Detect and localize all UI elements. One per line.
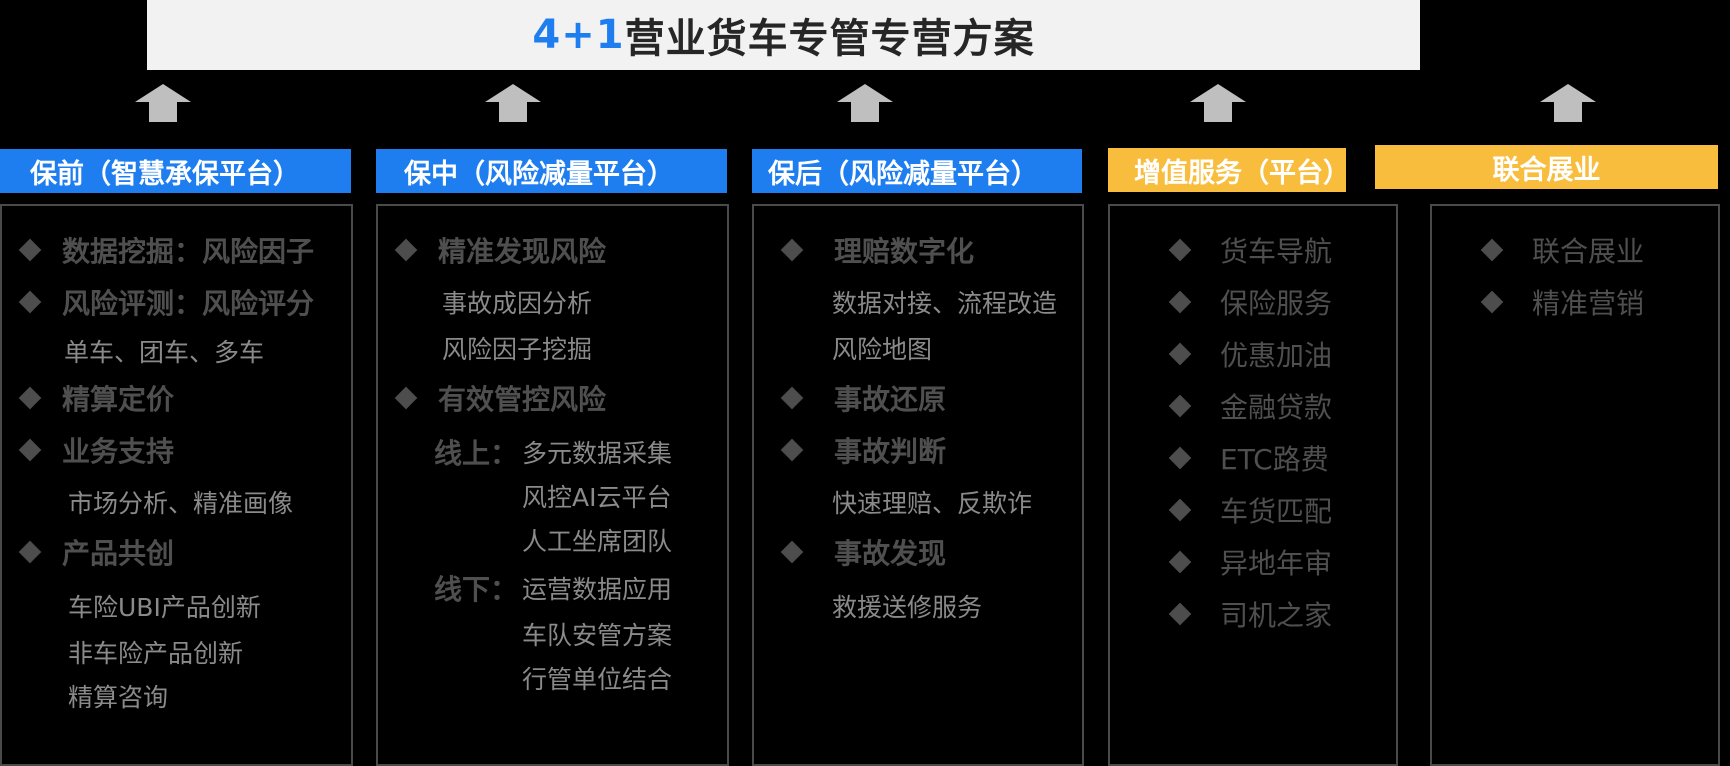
list-item: 司机之家 <box>1168 594 1332 634</box>
list-subitem: 数据对接、流程改造 <box>832 289 1058 318</box>
column-header-post-underwriting: 保后（风险减量平台） <box>752 149 1082 193</box>
diamond-bullet-icon <box>18 386 42 410</box>
diamond-bullet-icon <box>1168 446 1192 470</box>
diamond-bullet-icon <box>1168 394 1192 418</box>
diamond-bullet-icon <box>1480 238 1504 262</box>
list-subitem: 事故成因分析 <box>442 289 593 318</box>
list-item: 车货匹配 <box>1168 490 1332 530</box>
list-subitem: 市场分析、精准画像 <box>68 489 294 518</box>
list-subitem: 人工坐席团队 <box>522 527 673 556</box>
column-box-joint-business: 联合展业 精准营销 <box>1430 204 1720 766</box>
diamond-bullet-icon <box>1168 238 1192 262</box>
list-item: 精准发现风险 <box>394 230 606 270</box>
list-item: 优惠加油 <box>1168 334 1332 374</box>
list-subitem: 快速理赔、反欺诈 <box>832 489 1033 518</box>
column-box-value-added: 货车导航 保险服务 优惠加油 金融贷款 ETC路费 车货匹配 异地年审 司机之家 <box>1108 204 1398 766</box>
list-item: 事故判断 <box>780 430 946 470</box>
title-text: 营业货车专管专营方案 <box>624 16 1035 62</box>
column-header-joint-business: 联合展业 <box>1375 145 1718 189</box>
diamond-bullet-icon <box>780 386 804 410</box>
list-item: 异地年审 <box>1168 542 1332 582</box>
list-item: 联合展业 <box>1480 230 1644 270</box>
list-subitem: 单车、团车、多车 <box>64 338 265 367</box>
diamond-bullet-icon <box>394 386 418 410</box>
list-subitem: 行管单位结合 <box>522 665 673 694</box>
diamond-bullet-icon <box>18 438 42 462</box>
list-subitem: 风控AI云平台 <box>522 483 672 512</box>
title-accent: 4+1 <box>532 12 625 58</box>
list-item: 精算定价 <box>18 378 174 418</box>
diamond-bullet-icon <box>1168 290 1192 314</box>
list-subitem: 救援送修服务 <box>832 593 983 622</box>
diamond-bullet-icon <box>780 438 804 462</box>
online-label: 线上： <box>434 437 519 470</box>
list-subitem: 非车险产品创新 <box>68 639 244 668</box>
list-item: 货车导航 <box>1168 230 1332 270</box>
up-arrow-icon <box>1190 84 1246 122</box>
diamond-bullet-icon <box>394 238 418 262</box>
list-item: 数据挖掘：风险因子 <box>18 230 314 270</box>
column-box-pre-underwriting: 数据挖掘：风险因子 风险评测：风险评分 单车、团车、多车 精算定价 业务支持 市… <box>0 204 353 766</box>
up-arrow-icon <box>1540 84 1596 122</box>
list-item: 事故还原 <box>780 378 946 418</box>
diamond-bullet-icon <box>1168 498 1192 522</box>
list-item: 风险评测：风险评分 <box>18 282 314 322</box>
diamond-bullet-icon <box>780 238 804 262</box>
list-item: 产品共创 <box>18 532 174 572</box>
list-subitem: 风险地图 <box>832 335 933 364</box>
diamond-bullet-icon <box>1480 290 1504 314</box>
diamond-bullet-icon <box>18 540 42 564</box>
column-header-value-added: 增值服务（平台） <box>1108 148 1350 192</box>
column-header-pre-underwriting: 保前（智慧承保平台） <box>0 149 351 193</box>
list-item: 理赔数字化 <box>780 230 974 270</box>
diamond-bullet-icon <box>1168 342 1192 366</box>
list-item: 有效管控风险 <box>394 378 606 418</box>
list-labeled-item: 线上：多元数据采集 <box>434 432 672 472</box>
up-arrow-icon <box>837 84 893 122</box>
list-item: 精准营销 <box>1480 282 1644 322</box>
list-subitem: 风险因子挖掘 <box>442 335 593 364</box>
list-item: ETC路费 <box>1168 438 1329 478</box>
list-labeled-item: 线下：运营数据应用 <box>434 568 672 608</box>
list-item: 金融贷款 <box>1168 386 1332 426</box>
column-box-mid-underwriting: 精准发现风险 事故成因分析 风险因子挖掘 有效管控风险 线上：多元数据采集 风控… <box>376 204 729 766</box>
list-item: 业务支持 <box>18 430 174 470</box>
diamond-bullet-icon <box>18 238 42 262</box>
list-subitem: 车队安管方案 <box>522 621 673 650</box>
offline-label: 线下： <box>434 573 519 606</box>
list-subitem: 精算咨询 <box>68 683 169 712</box>
diamond-bullet-icon <box>1168 602 1192 626</box>
diamond-bullet-icon <box>18 290 42 314</box>
column-header-mid-underwriting: 保中（风险减量平台） <box>376 149 727 193</box>
diamond-bullet-icon <box>1168 550 1192 574</box>
list-item: 保险服务 <box>1168 282 1332 322</box>
column-box-post-underwriting: 理赔数字化 数据对接、流程改造 风险地图 事故还原 事故判断 快速理赔、反欺诈 … <box>752 204 1084 766</box>
list-item: 事故发现 <box>780 532 946 572</box>
diamond-bullet-icon <box>780 540 804 564</box>
list-subitem: 车险UBI产品创新 <box>68 593 261 622</box>
up-arrow-icon <box>135 84 191 122</box>
up-arrow-icon <box>485 84 541 122</box>
